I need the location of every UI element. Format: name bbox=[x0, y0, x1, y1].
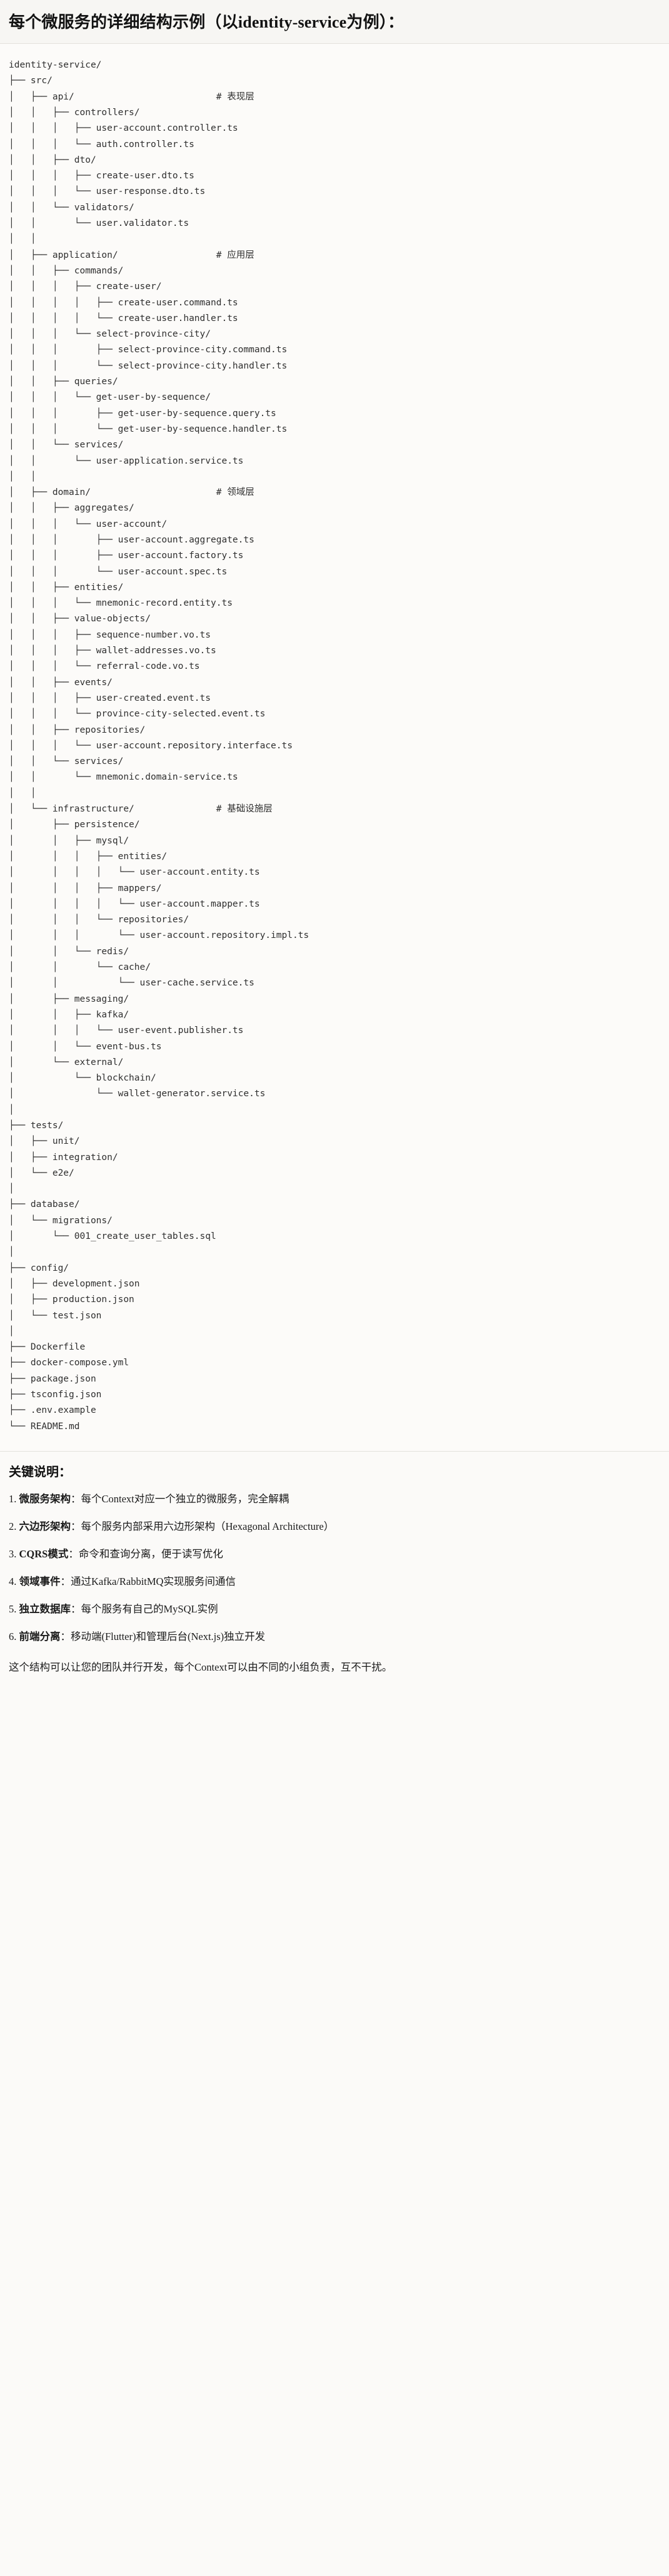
heading-section: 每个微服务的详细结构示例（以identity-service为例）： bbox=[0, 0, 669, 44]
list-item: 2. 六边形架构：每个服务内部采用六边形架构（Hexagonal Archite… bbox=[9, 1519, 660, 1534]
list-item-term: CQRS模式 bbox=[19, 1547, 69, 1560]
list-item-number: 4. bbox=[9, 1575, 19, 1587]
page-root: 每个微服务的详细结构示例（以identity-service为例）： ident… bbox=[0, 0, 669, 1690]
list-item-term: 领域事件 bbox=[19, 1575, 61, 1587]
list-item-number: 5. bbox=[9, 1602, 19, 1615]
list-item-number: 3. bbox=[9, 1547, 19, 1560]
list-item-desc: ：每个服务有自己的MySQL实例 bbox=[71, 1602, 218, 1615]
list-item: 3. CQRS模式：命令和查询分离，便于读写优化 bbox=[9, 1547, 660, 1562]
list-item-desc: ：命令和查询分离，便于读写优化 bbox=[68, 1547, 223, 1560]
list-item: 4. 领域事件：通过Kafka/RabbitMQ实现服务间通信 bbox=[9, 1574, 660, 1589]
list-item-number: 1. bbox=[9, 1492, 19, 1505]
key-notes-title: 关键说明： bbox=[9, 1465, 71, 1479]
closing-paragraph: 这个结构可以让您的团队并行开发，每个Context可以由不同的小组负责，互不干扰… bbox=[9, 1661, 393, 1674]
list-item: 5. 独立数据库：每个服务有自己的MySQL实例 bbox=[9, 1602, 660, 1617]
list-item-term: 微服务架构 bbox=[19, 1492, 71, 1505]
directory-tree: identity-service/ ├── src/ │ ├── api/ # … bbox=[9, 60, 309, 1432]
key-notes-section: 关键说明： 1. 微服务架构：每个Context对应一个独立的微服务，完全解耦 … bbox=[0, 1451, 669, 1690]
list-item-number: 6. bbox=[9, 1630, 19, 1642]
list-item: 6. 前端分离：移动端(Flutter)和管理后台(Next.js)独立开发 bbox=[9, 1629, 660, 1644]
page-title: 每个微服务的详细结构示例（以identity-service为例）： bbox=[9, 13, 405, 31]
list-item-desc: ：每个Context对应一个独立的微服务，完全解耦 bbox=[71, 1492, 289, 1505]
directory-tree-section: identity-service/ ├── src/ │ ├── api/ # … bbox=[0, 44, 669, 1452]
list-item-term: 独立数据库 bbox=[19, 1602, 71, 1615]
list-item-term: 前端分离 bbox=[19, 1630, 61, 1642]
key-notes-list: 1. 微服务架构：每个Context对应一个独立的微服务，完全解耦 2. 六边形… bbox=[9, 1492, 660, 1644]
list-item-desc: ：每个服务内部采用六边形架构（Hexagonal Architecture） bbox=[71, 1520, 334, 1532]
list-item-desc: ：通过Kafka/RabbitMQ实现服务间通信 bbox=[60, 1575, 236, 1587]
list-item-term: 六边形架构 bbox=[19, 1520, 71, 1532]
list-item-desc: ：移动端(Flutter)和管理后台(Next.js)独立开发 bbox=[60, 1630, 266, 1642]
list-item: 1. 微服务架构：每个Context对应一个独立的微服务，完全解耦 bbox=[9, 1492, 660, 1507]
list-item-number: 2. bbox=[9, 1520, 19, 1532]
